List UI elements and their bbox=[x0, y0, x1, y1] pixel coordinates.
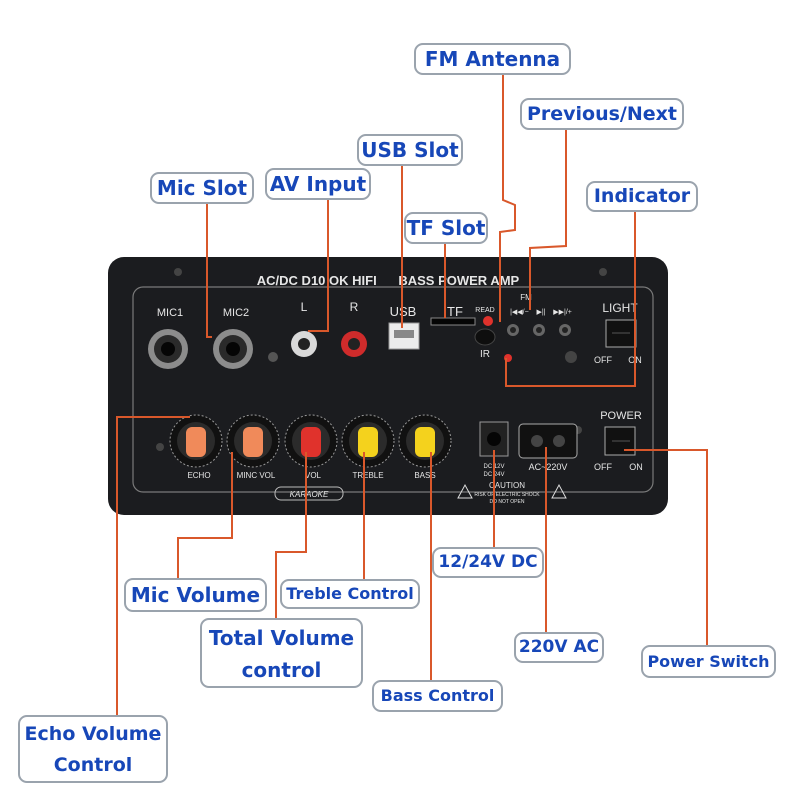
mount-screw bbox=[156, 443, 164, 451]
caution-sub-2: DO NOT OPEN bbox=[490, 499, 525, 505]
warning-triangle-icon bbox=[551, 483, 567, 499]
leader-line-echo bbox=[116, 416, 190, 718]
callout-bass-control: Bass Control bbox=[372, 680, 503, 712]
ac-power-socket[interactable] bbox=[518, 423, 578, 459]
fm-label: FM bbox=[520, 293, 532, 302]
bass-control-label: Bass Control bbox=[380, 686, 495, 705]
caution-label: CAUTION bbox=[489, 481, 525, 490]
next-button[interactable] bbox=[559, 324, 571, 336]
callout-usb-slot: USB Slot bbox=[357, 134, 463, 166]
leader-line-previous-next bbox=[529, 130, 567, 310]
av-left-rca-jack[interactable] bbox=[291, 331, 317, 357]
panel-title: AC/DC D10 OK HIFI BASS POWER AMP bbox=[257, 273, 520, 288]
mic1-label: MIC1 bbox=[157, 307, 183, 319]
callout-indicator: Indicator bbox=[586, 181, 698, 212]
callout-tf-slot: TF Slot bbox=[404, 212, 488, 244]
knob-label-echo: ECHO bbox=[187, 471, 210, 480]
callout-ac-input: 220V AC bbox=[514, 632, 604, 663]
leader-line-power bbox=[624, 449, 708, 647]
tf-slot-label: TF Slot bbox=[406, 216, 486, 240]
caution-sub-1: RISK OF ELECTRIC SHOCK bbox=[474, 492, 540, 498]
callout-dc-input: 12/24V DC bbox=[432, 547, 544, 578]
mic2-jack[interactable] bbox=[213, 329, 253, 369]
av-left-label: L bbox=[301, 300, 308, 314]
mount-screw bbox=[174, 268, 182, 276]
power-label: POWER bbox=[600, 410, 642, 422]
total-volume-label-line2: control bbox=[241, 658, 322, 682]
leader-line-fm-antenna bbox=[499, 75, 516, 322]
callout-previous-next: Previous/Next bbox=[520, 98, 684, 130]
leader-lines bbox=[116, 75, 708, 718]
leader-line-total-volume bbox=[275, 452, 307, 621]
leader-line-mic-volume bbox=[177, 452, 233, 582]
fm-antenna-label: FM Antenna bbox=[424, 47, 561, 71]
callout-power-switch: Power Switch bbox=[641, 645, 776, 678]
knob-label-mic-vol: MINC VOL bbox=[237, 471, 276, 480]
indicator-label: Indicator bbox=[593, 185, 691, 207]
echo-knob[interactable] bbox=[169, 414, 223, 468]
total-volume-label-line1: Total Volume bbox=[208, 626, 355, 650]
knob-label-vol: VOL bbox=[305, 471, 322, 480]
ir-receiver bbox=[474, 328, 496, 346]
mic-volume-knob[interactable] bbox=[226, 414, 280, 468]
fm-antenna-post bbox=[565, 351, 577, 363]
light-switch[interactable] bbox=[605, 319, 637, 348]
play-pause-button[interactable] bbox=[533, 324, 545, 336]
mic1-jack[interactable] bbox=[148, 329, 188, 369]
karaoke-label: KARAOKE bbox=[290, 490, 329, 499]
treble-knob[interactable] bbox=[341, 414, 395, 468]
callout-av-input: AV Input bbox=[265, 168, 371, 200]
total-volume-knob[interactable] bbox=[284, 414, 338, 468]
callout-echo-volume: Echo Volume Control bbox=[18, 715, 168, 783]
callout-total-volume: Total Volume control bbox=[200, 618, 363, 688]
light-off-label: OFF bbox=[594, 355, 612, 365]
previous-next-label: Previous/Next bbox=[526, 103, 678, 125]
callout-treble-control: Treble Control bbox=[280, 579, 420, 609]
av-input-label: AV Input bbox=[269, 172, 367, 196]
callout-fm-antenna: FM Antenna bbox=[414, 43, 571, 75]
av-right-label: R bbox=[350, 300, 359, 314]
mic-volume-label: Mic Volume bbox=[130, 583, 261, 607]
leader-line-mic-slot bbox=[206, 203, 212, 338]
callout-mic-volume: Mic Volume bbox=[124, 578, 267, 612]
mount-screw bbox=[599, 268, 607, 276]
read-indicator-led bbox=[483, 316, 493, 326]
ir-label: IR bbox=[480, 349, 490, 360]
previous-button[interactable] bbox=[507, 324, 519, 336]
treble-control-label: Treble Control bbox=[286, 584, 414, 603]
dc-input-label: 12/24V DC bbox=[438, 552, 538, 572]
read-label: READ bbox=[475, 307, 494, 314]
tf-card-slot[interactable] bbox=[430, 317, 476, 326]
usb-slot-label: USB Slot bbox=[361, 138, 459, 162]
av-right-rca-jack[interactable] bbox=[341, 331, 367, 357]
warning-triangle-icon bbox=[457, 483, 473, 499]
echo-volume-label-line1: Echo Volume bbox=[24, 723, 162, 745]
light-label: LIGHT bbox=[602, 301, 638, 315]
knob-label-treble: TREBLE bbox=[352, 471, 383, 480]
knob-label-bass: BASS bbox=[414, 471, 435, 480]
panel-inner-border bbox=[132, 286, 654, 493]
ac-spec: AC~220V bbox=[529, 462, 568, 472]
power-on-label: ON bbox=[629, 462, 643, 472]
tf-label: TF bbox=[447, 304, 463, 319]
power-switch-label: Power Switch bbox=[647, 652, 770, 671]
ac-input-label: 220V AC bbox=[518, 637, 600, 657]
leader-line-indicator bbox=[505, 211, 636, 387]
mic2-label: MIC2 bbox=[223, 307, 249, 319]
leader-line-av-input bbox=[308, 195, 329, 332]
karaoke-badge bbox=[274, 486, 344, 501]
echo-volume-label-line2: Control bbox=[53, 754, 133, 776]
power-off-label: OFF bbox=[594, 462, 612, 472]
mic-slot-label: Mic Slot bbox=[156, 176, 248, 200]
mount-screw bbox=[268, 352, 278, 362]
prev-next-symbols: |◀◀/− ▶|| ▶▶|/+ bbox=[510, 309, 572, 316]
callout-mic-slot: Mic Slot bbox=[150, 172, 254, 204]
bass-knob[interactable] bbox=[398, 414, 452, 468]
